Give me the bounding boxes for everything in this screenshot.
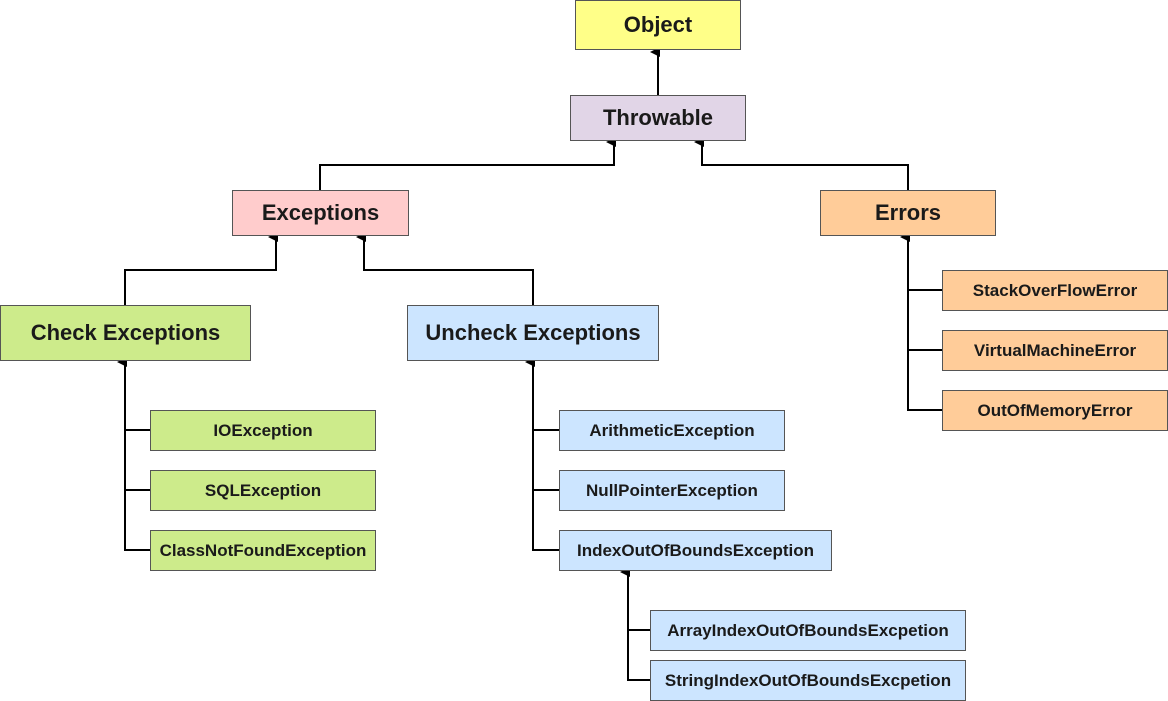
node-array-index-out-of-bounds: ArrayIndexOutOfBoundsExcpetion bbox=[650, 610, 966, 651]
node-virtual-machine-error: VirtualMachineError bbox=[942, 330, 1168, 371]
node-errors: Errors bbox=[820, 190, 996, 236]
node-sql-exception: SQLException bbox=[150, 470, 376, 511]
node-throwable: Throwable bbox=[570, 95, 746, 141]
connector-unchecked-trunk bbox=[525, 357, 559, 551]
node-uncheck-exceptions: Uncheck Exceptions bbox=[407, 305, 659, 361]
connector-exceptions-throwable bbox=[319, 137, 616, 190]
connector-index-trunk bbox=[620, 567, 650, 681]
connector-check-exceptions bbox=[124, 232, 278, 305]
node-index-out-of-bounds-exception: IndexOutOfBoundsException bbox=[559, 530, 832, 571]
node-object: Object bbox=[575, 0, 741, 50]
node-check-exceptions: Check Exceptions bbox=[0, 305, 251, 361]
node-null-pointer-exception: NullPointerException bbox=[559, 470, 785, 511]
node-arithmetic-exception: ArithmeticException bbox=[559, 410, 785, 451]
node-out-of-memory-error: OutOfMemoryError bbox=[942, 390, 1168, 431]
connector-errors-trunk bbox=[900, 232, 942, 411]
node-class-not-found-exception: ClassNotFoundException bbox=[150, 530, 376, 571]
connector-uncheck-exceptions bbox=[356, 232, 534, 305]
node-string-index-out-of-bounds: StringIndexOutOfBoundsExcpetion bbox=[650, 660, 966, 701]
connector-errors-throwable bbox=[694, 137, 909, 190]
node-io-exception: IOException bbox=[150, 410, 376, 451]
node-stack-overflow-error: StackOverFlowError bbox=[942, 270, 1168, 311]
connector-checked-trunk bbox=[117, 357, 150, 551]
node-exceptions: Exceptions bbox=[232, 190, 409, 236]
